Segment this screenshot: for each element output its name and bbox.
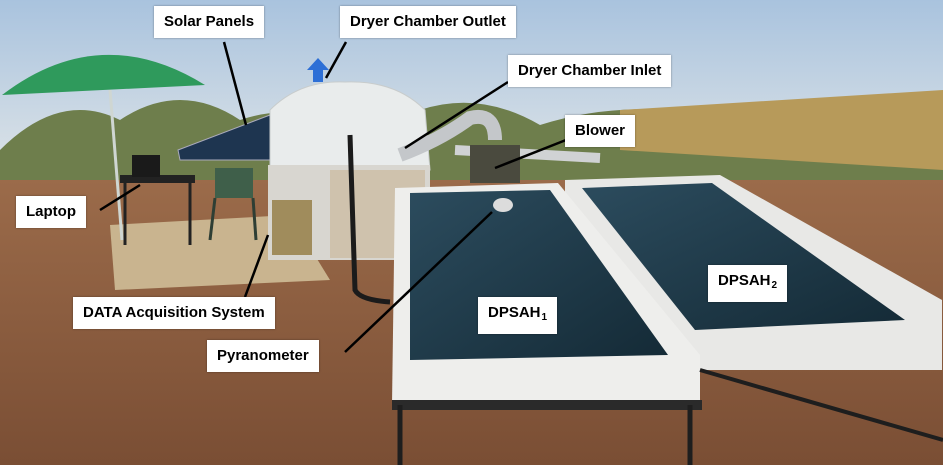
label-dpsah1-sub: 1	[541, 312, 548, 323]
pointer-solar-panels	[222, 41, 248, 126]
pointer-laptop	[99, 183, 141, 212]
label-solar-panels: Solar Panels	[154, 6, 265, 38]
label-pyranometer: Pyranometer	[207, 340, 319, 372]
data-acquisition-box	[272, 200, 312, 255]
outlet-arrow-icon	[307, 58, 329, 82]
label-dpsah1-base: DPSAH	[488, 304, 541, 321]
label-dpsah1: DPSAH1	[478, 297, 558, 334]
pointer-daq	[243, 234, 270, 298]
duct-inlet	[397, 110, 502, 162]
label-dryer-inlet: Dryer Chamber Inlet	[508, 55, 672, 87]
label-dpsah2: DPSAH2	[708, 265, 788, 302]
dpsah1-surface	[410, 190, 668, 360]
label-laptop: Laptop	[16, 196, 86, 228]
chair	[215, 168, 253, 198]
umbrella	[2, 54, 205, 95]
pyranometer	[493, 198, 513, 212]
label-blower: Blower	[565, 115, 636, 147]
pointer-pyranometer	[344, 211, 493, 353]
dpsah2-surface	[582, 183, 905, 330]
label-dpsah2-base: DPSAH	[718, 272, 771, 289]
pointer-outlet	[324, 41, 348, 79]
pointer-inlet	[404, 80, 509, 150]
blower	[470, 145, 520, 183]
laptop-table	[120, 175, 195, 183]
pointer-blower	[494, 138, 567, 170]
dryer-chamber-top	[269, 81, 431, 171]
label-dryer-outlet: Dryer Chamber Outlet	[340, 6, 516, 38]
dry-grass	[620, 90, 943, 170]
label-dpsah2-sub: 2	[771, 280, 778, 291]
label-daq: DATA Acquisition System	[73, 297, 275, 329]
black-pipe	[347, 134, 391, 305]
laptop	[132, 155, 160, 177]
umbrella-pole	[108, 89, 124, 241]
